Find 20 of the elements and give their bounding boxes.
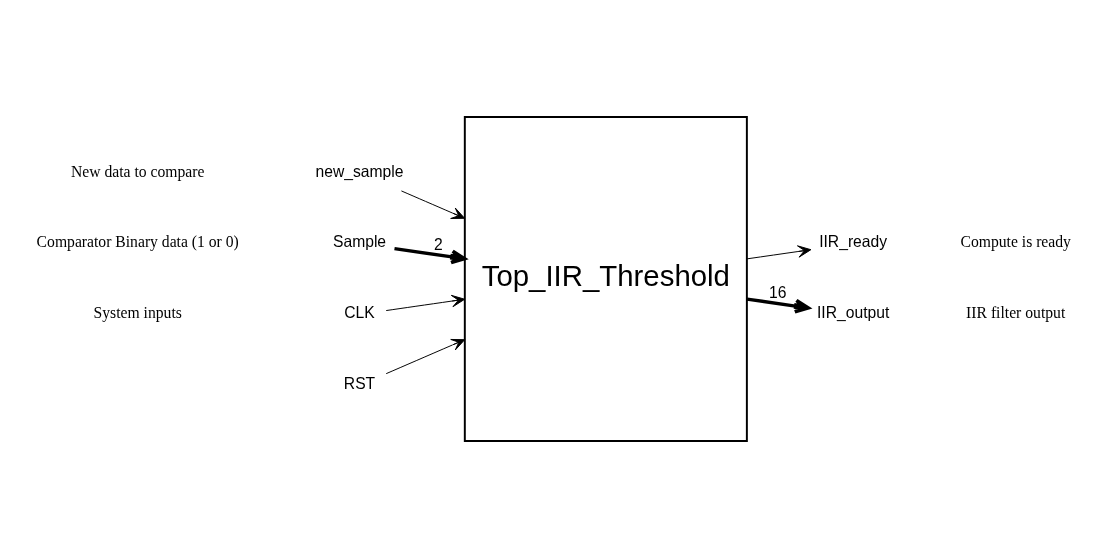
- node-text: RST: [343, 374, 376, 392]
- edge-label: 16: [769, 284, 787, 302]
- edge-label: 2: [434, 236, 443, 254]
- label: New data to compare: [70, 162, 205, 180]
- label: IIR filter output: [966, 303, 1066, 321]
- label: Comparator Binary data (1 or 0): [36, 233, 239, 251]
- arrow: [746, 245, 812, 260]
- node-box: Top_IIR_Threshold: [463, 115, 748, 443]
- arrow: [746, 297, 811, 314]
- label: Compute is ready: [960, 233, 1071, 251]
- arrow: [385, 294, 466, 312]
- node-text: new_sample: [315, 162, 404, 180]
- node-text: Sample: [332, 233, 387, 251]
- arrow: [385, 339, 466, 375]
- node-text: CLK: [344, 303, 375, 321]
- node-text: IIR_ready: [819, 233, 888, 251]
- label: System inputs: [93, 303, 182, 321]
- arrow: [394, 246, 467, 265]
- node-text: IIR_output: [817, 303, 890, 321]
- arrow: [400, 190, 466, 219]
